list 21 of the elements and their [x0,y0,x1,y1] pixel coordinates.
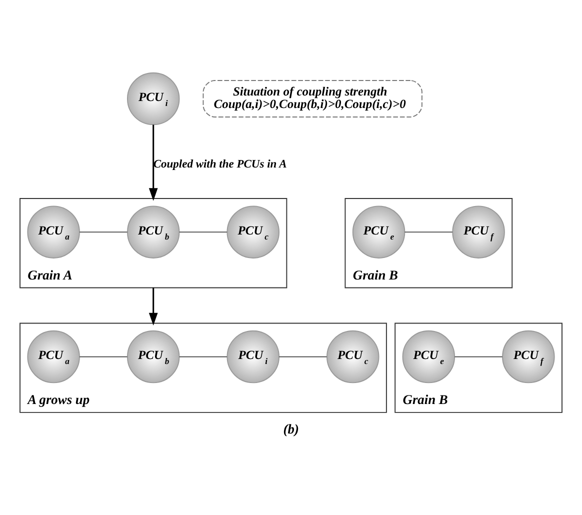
edge-label: Coupled with the PCUs in A [153,158,287,170]
arrow [148,288,158,326]
caption: (b) [283,422,299,437]
node-circle: PCU$_{i}$ [226,330,280,384]
connector [278,356,328,358]
node-circle: PCU$_{a}$ [27,330,80,384]
node-circle: PCU$_{f}$ [502,330,555,384]
connector [179,356,228,358]
node-circle: PCU$_{f}$ [452,206,505,258]
node-circle: PCU$_{c}$ [226,206,280,258]
node-circle: PCU$_{c}$ [326,330,380,384]
node-circle: PCU$_{b}$ [126,330,180,384]
node-circle: PCU$_{a}$ [27,206,80,258]
node-circle: PCU$_{e}$ [402,330,456,384]
node-circle: PCU$_{e}$ [352,206,406,258]
node-circle: PCU$_{b}$ [126,206,180,258]
node-circle: PCU$_{i}$ [126,72,180,126]
connector [454,356,503,358]
connector [79,356,128,358]
node-box: Situation of coupling strength Coup(a,i)>0,Coup(b,i)>0,Coup(i,c)>0 [202,80,422,118]
arrow [148,124,158,201]
